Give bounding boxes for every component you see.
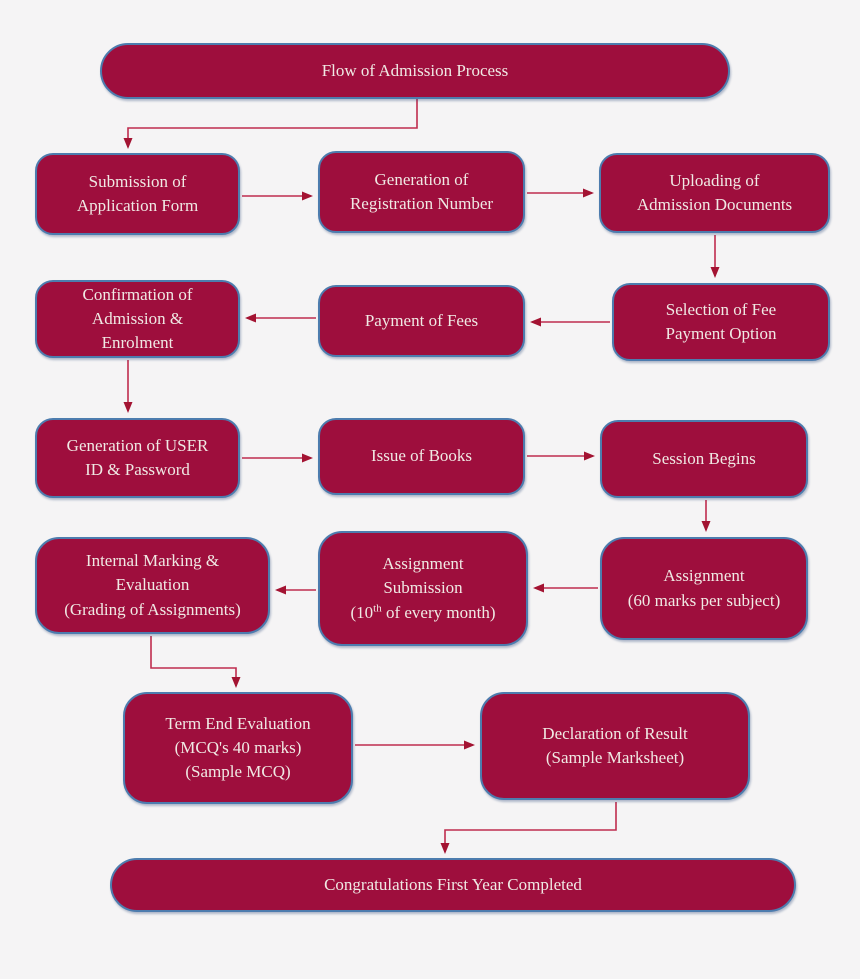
node-label-line: Payment Option bbox=[665, 324, 777, 343]
node-label-line: (10th of every month) bbox=[350, 601, 496, 622]
node-label-line: Internal Marking & bbox=[85, 551, 220, 571]
node-generation-of-registration-number: Generation of Registration Number bbox=[318, 151, 525, 233]
connector-title-to-submission bbox=[123, 99, 418, 149]
node-submission-of-application-form: Submission of Application Form bbox=[35, 153, 240, 235]
node-payment-of-fees: Payment of Fees bbox=[318, 285, 525, 357]
node-declaration-of-result: Declaration of Result (Sample Marksheet) bbox=[480, 692, 750, 800]
node-label-line: Admission & bbox=[91, 308, 184, 328]
node-label-line: Submission bbox=[383, 578, 463, 598]
node-label-line: Application Form bbox=[76, 196, 199, 215]
node-assignment-60-marks: Assignment (60 marks per subject) bbox=[600, 537, 808, 640]
node-confirmation-of-admission-enrolment: Confirmation of Admission & Enrolment bbox=[35, 280, 240, 358]
node-label-line: Term End Evaluation bbox=[165, 713, 311, 733]
node-label-line: Generation of bbox=[374, 169, 469, 189]
node-flow-of-admission-process: Flow of Admission Process bbox=[100, 43, 730, 99]
connector-internal-marking-to-term-end bbox=[150, 636, 241, 688]
node-label-line: Generation of USER bbox=[66, 435, 209, 455]
node-label: Payment of Fees bbox=[364, 310, 479, 330]
node-label-line: ID & Password bbox=[85, 460, 190, 479]
node-label-line: (Sample MCQ) bbox=[185, 762, 291, 782]
node-label-line: (60 marks per subject) bbox=[627, 590, 781, 610]
node-label-line: Confirmation of bbox=[82, 284, 193, 304]
connector-declaration-to-congratulations bbox=[440, 802, 617, 854]
node-label-line: (Sample Marksheet) bbox=[545, 748, 685, 767]
node-label-line: Uploading of bbox=[669, 170, 760, 190]
superscript-th: th bbox=[373, 601, 382, 614]
node-label-line: (MCQ's 40 marks) bbox=[174, 737, 302, 757]
node-label: Session Begins bbox=[652, 448, 756, 468]
node-label-line: Assignment bbox=[663, 566, 745, 586]
node-session-begins: Session Begins bbox=[600, 420, 808, 498]
node-label-line: (Grading of Assignments) bbox=[64, 599, 241, 619]
node-selection-of-fee-payment-option: Selection of Fee Payment Option bbox=[612, 283, 830, 361]
node-label-line: Declaration of Result bbox=[542, 723, 688, 743]
node-label: Issue of Books bbox=[370, 446, 473, 466]
node-label-line: Submission of bbox=[88, 171, 187, 191]
node-label-line: Selection of Fee bbox=[665, 299, 777, 319]
node-label-line: Evaluation bbox=[115, 575, 190, 595]
node-label-line: Admission Documents bbox=[636, 195, 793, 214]
node-issue-of-books: Issue of Books bbox=[318, 418, 525, 495]
node-label: Flow of Admission Process bbox=[321, 60, 509, 80]
node-internal-marking-evaluation: Internal Marking & Evaluation (Grading o… bbox=[35, 537, 270, 634]
node-generation-of-user-id-password: Generation of USER ID & Password bbox=[35, 418, 240, 498]
node-label-line: Registration Number bbox=[349, 194, 494, 213]
node-term-end-evaluation: Term End Evaluation (MCQ's 40 marks) (Sa… bbox=[123, 692, 353, 804]
node-label-line: Assignment bbox=[382, 554, 464, 574]
node-congratulations-first-year-completed: Congratulations First Year Completed bbox=[110, 858, 796, 912]
node-label-line: Enrolment bbox=[101, 333, 174, 353]
node-uploading-of-admission-documents: Uploading of Admission Documents bbox=[599, 153, 830, 233]
node-assignment-submission: Assignment Submission (10th of every mon… bbox=[318, 531, 528, 646]
node-label: Congratulations First Year Completed bbox=[324, 874, 582, 894]
